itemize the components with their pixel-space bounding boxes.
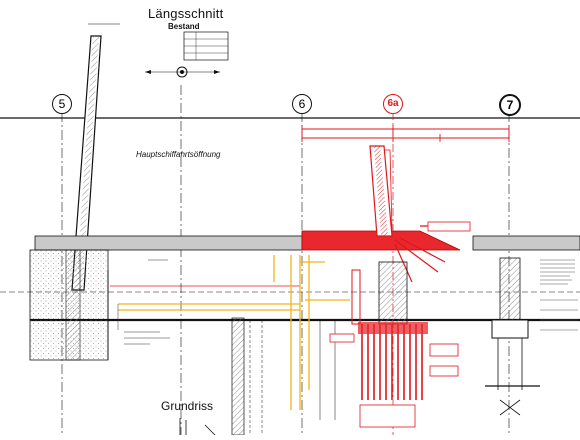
legend-table — [183, 31, 229, 61]
direction-symbol — [145, 66, 220, 78]
axis-marker-6a: 6a — [383, 94, 403, 114]
pier-6 — [231, 317, 336, 436]
left-abutment — [29, 249, 109, 361]
pier-6a — [351, 261, 428, 428]
right-annotations — [540, 259, 578, 331]
drawing-title: Längsschnitt — [148, 6, 224, 21]
plan-view-marks — [179, 418, 216, 436]
red-callouts — [329, 221, 471, 377]
deck-existing — [34, 235, 303, 251]
axis-marker-6: 6 — [292, 94, 312, 114]
axis-lines — [61, 85, 510, 435]
red-tower — [369, 145, 393, 237]
pier-7 — [485, 257, 540, 416]
axis-marker-5: 5 — [52, 94, 72, 114]
axis-marker-7: 7 — [499, 94, 521, 116]
drawing-subtitle: Bestand — [168, 22, 200, 31]
span-label: Hauptschiffahrtsöffnung — [136, 150, 221, 159]
left-notes — [117, 259, 170, 345]
deck-right — [472, 235, 580, 251]
yellow-scaffold — [118, 255, 350, 410]
plan-title: Grundriss — [161, 399, 214, 413]
red-dimensions — [301, 125, 510, 142]
